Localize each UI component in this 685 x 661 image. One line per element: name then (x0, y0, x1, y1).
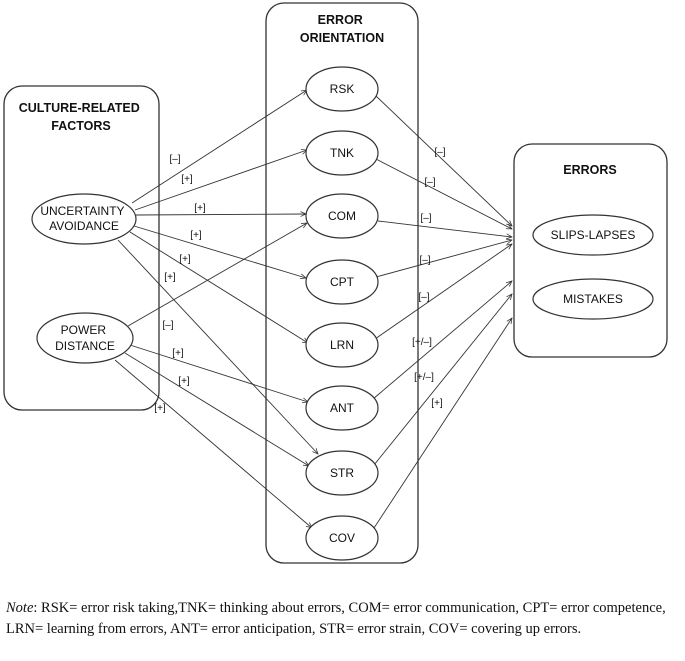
edge-sign-str-to-errors: [+/–] (414, 372, 434, 383)
node-mistakes: MISTAKES (532, 278, 654, 320)
node-cov: COV (305, 515, 379, 561)
edge-ant-to-errors (372, 281, 512, 400)
node-com: COM (305, 193, 379, 239)
node-str: STR (305, 450, 379, 496)
edge-pd-to-str (124, 352, 309, 466)
svg-text:RSK: RSK (330, 82, 355, 96)
node-ant: ANT (305, 385, 379, 431)
svg-text:COM: COM (328, 209, 356, 223)
culture-factors-title: CULTURE-RELATED FACTORS (19, 101, 144, 133)
svg-text:TNK: TNK (330, 146, 354, 160)
edge-sign-ua-to-cpt: [+] (190, 230, 202, 241)
edge-com-to-errors (377, 220, 512, 237)
note-text: : RSK= error risk taking,TNK= thinking a… (6, 600, 666, 637)
edge-ua-to-rsk (131, 90, 307, 204)
edge-sign-cov-to-errors: [+] (431, 398, 443, 409)
model-diagram: CULTURE-RELATED FACTORS ERROR ORIENTATIO… (3, 2, 668, 564)
edge-str-to-errors (373, 294, 512, 466)
node-lrn: LRN (305, 322, 379, 368)
svg-text:UNCERTAINTY AVOIDANCE: UNCERTAINTY AVOIDANCE (40, 204, 127, 233)
svg-text:MISTAKES: MISTAKES (563, 292, 623, 306)
edge-sign-pd-to-str: [+] (178, 376, 190, 387)
edge-tnk-to-errors (375, 158, 512, 229)
svg-text:SLIPS-LAPSES: SLIPS-LAPSES (551, 228, 636, 242)
edge-sign-tnk-to-errors: [–] (424, 177, 435, 188)
edge-sign-com-to-errors: [–] (420, 213, 431, 224)
note-caption: Note: RSK= error risk taking,TNK= thinki… (6, 598, 681, 640)
errors-title: ERRORS (563, 163, 616, 177)
node-tnk: TNK (305, 130, 379, 176)
edge-sign-pd-to-com: [–] (162, 320, 173, 331)
edge-ua-to-str (117, 239, 318, 454)
svg-text:POWER DISTANCE: POWER DISTANCE (55, 323, 115, 353)
edge-sign-ua-to-lrn: [+] (179, 254, 191, 265)
edge-rsk-to-errors (375, 95, 512, 226)
edge-lrn-to-errors (374, 244, 512, 340)
node-slips-lapses: SLIPS-LAPSES (532, 214, 654, 256)
edge-ua-to-lrn (129, 231, 308, 343)
note-label: Note (6, 600, 34, 616)
edge-sign-ua-to-rsk: [–] (169, 154, 180, 165)
edge-sign-ua-to-tnk: [+] (181, 174, 193, 185)
svg-text:LRN: LRN (330, 338, 354, 352)
svg-text:STR: STR (330, 466, 354, 480)
node-cpt: CPT (305, 259, 379, 305)
svg-text:ANT: ANT (330, 401, 355, 415)
edge-cov-to-errors (371, 318, 512, 532)
error-orientation-title: ERROR ORIENTATION (300, 13, 384, 45)
node-power-distance: POWER DISTANCE (36, 312, 134, 364)
edge-sign-pd-to-cov: [+] (154, 403, 166, 414)
svg-text:CPT: CPT (330, 275, 355, 289)
edge-ua-to-cpt (133, 225, 306, 278)
edge-sign-ua-to-str: [+] (164, 272, 176, 283)
edge-sign-rsk-to-errors: [–] (434, 147, 445, 158)
svg-text:COV: COV (329, 531, 355, 545)
edge-cpt-to-errors (375, 240, 512, 278)
edge-pd-to-ant (129, 344, 308, 402)
edge-pd-to-com (127, 223, 307, 327)
edge-sign-pd-to-ant: [+] (172, 348, 184, 359)
edge-pd-to-cov (114, 359, 312, 528)
edge-sign-ant-to-errors: [+/–] (412, 337, 432, 348)
node-rsk: RSK (305, 66, 379, 112)
edge-sign-cpt-to-errors: [–] (419, 255, 430, 266)
edge-ua-to-com (135, 214, 306, 215)
edge-sign-ua-to-com: [+] (194, 203, 206, 214)
edges-layer: [–][+][+][+][+][+][–][+][+][+][–][–][–][… (114, 90, 512, 532)
edge-ua-to-tnk (134, 150, 307, 211)
edge-sign-lrn-to-errors: [–] (418, 292, 429, 303)
node-uncertainty-avoidance: UNCERTAINTY AVOIDANCE (31, 193, 137, 245)
